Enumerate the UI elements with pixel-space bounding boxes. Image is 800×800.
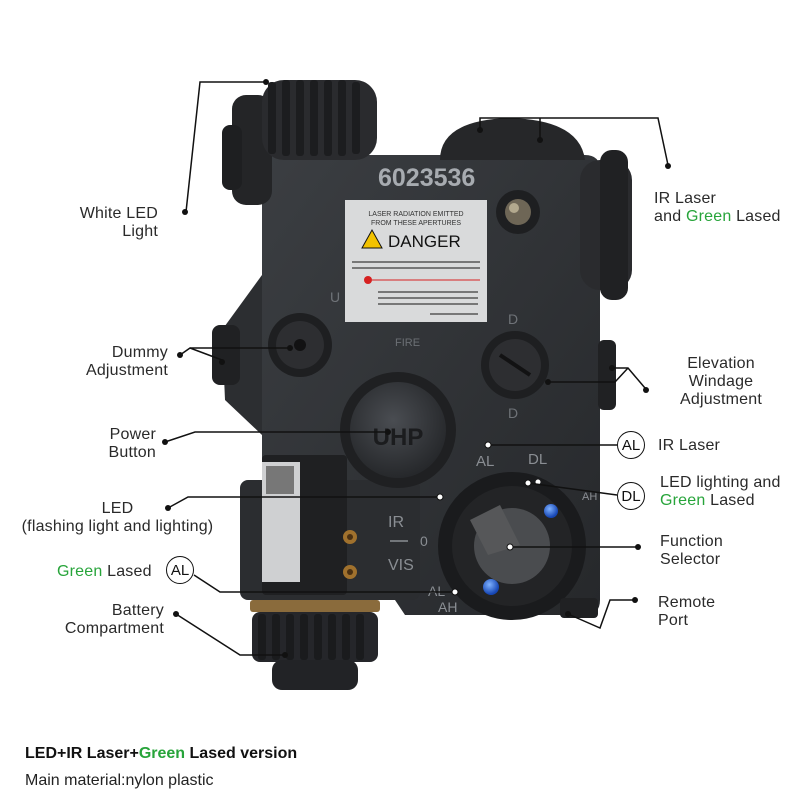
leader-dots <box>162 79 671 658</box>
version-caption: LED+IR Laser+Green Lased version <box>25 745 298 762</box>
elevation-windage-label: Elevation Windage Adjustment <box>679 355 763 408</box>
fire-label: FIRE <box>395 337 420 349</box>
dl-circle: DL <box>617 482 645 510</box>
led-lighting-label: LED lighting and Green Lased <box>660 474 781 509</box>
svg-text:AH: AH <box>438 599 457 615</box>
svg-text:FROM THESE APERTURES: FROM THESE APERTURES <box>371 220 461 227</box>
svg-text:VIS: VIS <box>388 557 414 574</box>
svg-text:AL: AL <box>476 453 494 470</box>
power-button: UHP <box>340 372 456 488</box>
material-caption: Main material:nylon plastic <box>25 772 214 789</box>
ir-laser-mode-label: IR Laser <box>658 437 721 454</box>
al-circle-ir: AL <box>617 431 645 459</box>
laser-housing <box>440 118 632 300</box>
dummy-adjustment-label: Dummy Adjustment <box>85 344 168 379</box>
function-selector-label: Function Selector <box>660 533 723 568</box>
svg-text:0: 0 <box>420 533 428 549</box>
svg-text:D: D <box>508 311 518 327</box>
al-circle-green: AL <box>166 556 194 584</box>
leader-lines <box>164 81 669 656</box>
svg-text:DL: DL <box>528 451 547 468</box>
serial-number: 6023536 <box>378 164 475 192</box>
dummy-adjustment-dial: U <box>212 289 340 385</box>
svg-text:U: U <box>330 289 340 305</box>
svg-text:UHP: UHP <box>373 424 424 451</box>
warning-sticker: LASER RADIATION EMITTED FROM THESE APERT… <box>345 200 487 322</box>
elevation-windage-dial: D D <box>481 311 616 421</box>
svg-text:AH: AH <box>582 491 597 503</box>
svg-text:D: D <box>508 405 518 421</box>
led-label: LED (flashing light and lighting) <box>21 500 214 535</box>
remote-port-label: Remote Port <box>658 594 716 629</box>
ir-laser-green-label: IR Laser and Green Lased <box>654 190 781 225</box>
battery-compartment-label: Battery Compartment <box>64 602 164 637</box>
power-button-label: Power Button <box>108 426 156 461</box>
svg-text:IR: IR <box>388 514 404 531</box>
svg-text:DANGER: DANGER <box>388 232 461 251</box>
rail-mount <box>222 275 262 435</box>
battery-cap <box>250 600 380 690</box>
svg-text:LASER RADIATION EMITTED: LASER RADIATION EMITTED <box>368 211 463 218</box>
svg-text:AL: AL <box>428 583 445 599</box>
white-led-knob <box>222 80 377 205</box>
green-lased-label: Green Lased <box>57 563 152 580</box>
white-led-label: White LED Light <box>79 205 158 240</box>
